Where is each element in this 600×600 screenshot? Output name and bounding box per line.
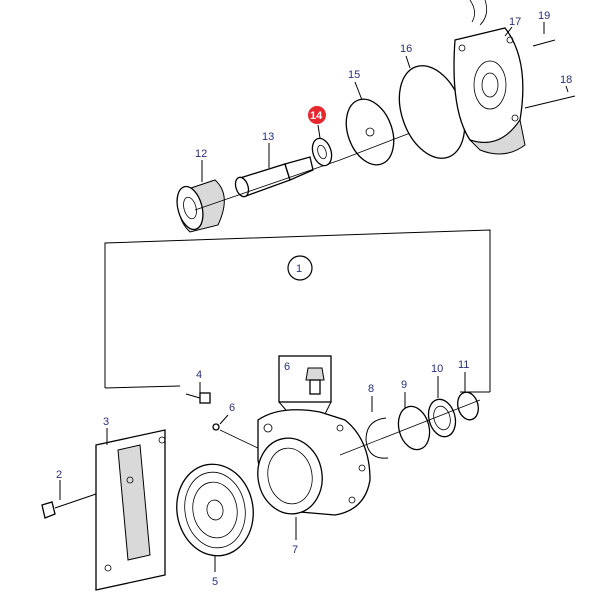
label-15: 15 [348,69,360,81]
label-16: 16 [400,43,412,55]
label-7: 7 [292,544,298,556]
part-6-screw [212,414,263,451]
label-12: 12 [195,148,207,160]
part-9-ring [397,392,431,451]
part-18-bolt [524,85,576,109]
part-17-pump-cover [453,0,526,155]
label-8: 8 [368,383,374,395]
part-6-plug-detail [278,355,332,441]
label-9: 9 [401,379,407,391]
highlight-marker-14 [308,106,326,124]
part-4-bolt [185,382,211,404]
label-11: 11 [458,359,469,371]
label-2: 2 [56,469,62,481]
label-13: 13 [262,131,274,143]
label-4: 4 [196,369,202,381]
assembly-frame [104,229,491,393]
part-14-seal [311,124,333,167]
callout-labels: 1 2 3 4 5 6 6 7 8 9 10 11 12 13 14 15 16… [56,10,572,588]
part-8-circlip [365,396,389,459]
label-1: 1 [296,263,302,275]
label-14: 14 [310,110,323,122]
label-5: 5 [212,576,218,588]
part-3-bracket [95,428,166,591]
callout-circle-1 [287,255,313,281]
label-17: 17 [509,16,521,28]
label-6b: 6 [229,402,235,414]
label-3: 3 [103,416,109,428]
label-18: 18 [560,74,572,86]
label-10: 10 [431,363,443,375]
part-7-pump-housing [257,409,371,540]
part-13-shaft [194,143,341,211]
part-19-bolt [532,22,556,47]
part-12-bushing [176,160,225,233]
label-6a: 6 [284,361,290,373]
part-15-impeller [339,81,471,166]
part-5-pulley [176,463,254,572]
part-2-bolt [41,480,97,519]
label-19: 19 [538,10,550,22]
part-10-bearing [427,376,457,438]
part-11-seal-ring [457,372,479,421]
